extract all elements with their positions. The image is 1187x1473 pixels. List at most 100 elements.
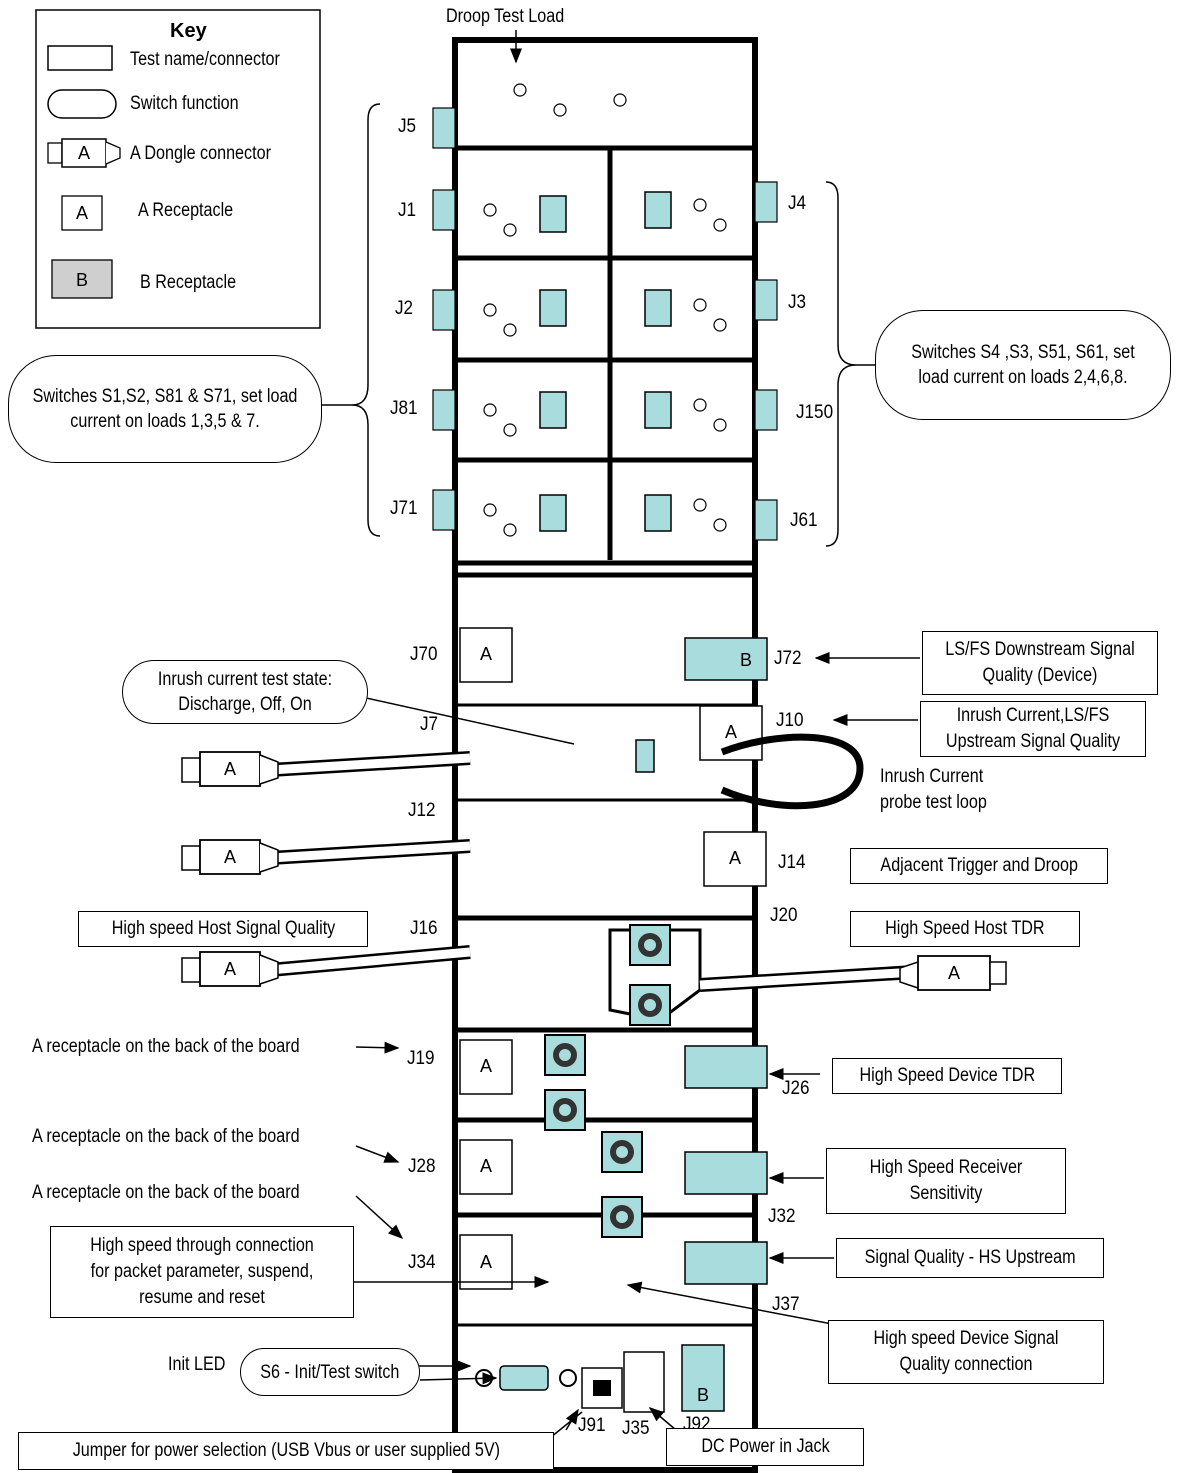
cable-j20 xyxy=(699,955,1007,992)
key-label-switch-function: Switch function xyxy=(130,93,239,114)
key-rounded-symbol xyxy=(47,89,117,119)
j150-tab xyxy=(754,389,778,431)
j26-label: J26 xyxy=(782,1078,810,1099)
init-led-label: Init LED xyxy=(168,1354,226,1375)
left-switches-note: Switches S1,S2, S81 & S71, set load curr… xyxy=(8,355,322,463)
j72-label: J72 xyxy=(774,648,802,669)
j16-label: J16 xyxy=(410,918,438,939)
j14-receptacle xyxy=(703,831,767,887)
key-label-dongle: A Dongle connector xyxy=(130,143,271,164)
j12-label: J12 xyxy=(408,800,436,821)
inrush-probe-loop xyxy=(720,733,864,810)
ls-fs-downstream-box: LS/FS Downstream Signal Quality (Device) xyxy=(922,631,1158,695)
jumper-box: Jumper for power selection (USB Vbus or … xyxy=(18,1432,554,1470)
j28-a-glyph: A xyxy=(479,1156,492,1176)
j7-label: J7 xyxy=(420,714,439,735)
j34-a-glyph: A xyxy=(479,1252,492,1272)
adjacent-trigger-box: Adjacent Trigger and Droop xyxy=(850,848,1108,884)
key-b-glyph: B xyxy=(75,270,88,290)
j2-label: J2 xyxy=(395,298,414,319)
probe-loop-label: Inrush Current probe test loop xyxy=(880,766,987,813)
j2-tab xyxy=(432,289,456,331)
sq-hs-upstream-box: Signal Quality - HS Upstream xyxy=(836,1238,1104,1278)
j28-receptacle xyxy=(459,1139,513,1195)
j3-label: J3 xyxy=(788,292,807,313)
j61-tab xyxy=(754,499,778,541)
j19-receptacle xyxy=(459,1039,513,1095)
j150-label: J150 xyxy=(796,402,834,423)
key-dongle-symbol xyxy=(47,138,121,168)
j20-label: J20 xyxy=(770,905,798,926)
j35-dc-jack xyxy=(623,1351,665,1413)
hs-receiver-box: High Speed Receiver Sensitivity xyxy=(826,1148,1066,1214)
j71-label: J71 xyxy=(390,498,418,519)
key-b-receptacle-symbol xyxy=(51,259,113,299)
j26-b-receptacle xyxy=(684,1045,768,1089)
inrush-upstream-box: Inrush Current,LS/FS Upstream Signal Qua… xyxy=(920,701,1146,757)
droop-test-load-label: Droop Test Load xyxy=(446,6,565,27)
j10-receptacle xyxy=(699,705,763,761)
j71-tab xyxy=(432,489,456,531)
s6-switch-note: S6 - Init/Test switch xyxy=(240,1348,420,1396)
j81-label: J81 xyxy=(390,398,418,419)
cable-j12 xyxy=(181,839,471,875)
j5-tab xyxy=(432,107,456,149)
j3-tab xyxy=(754,279,778,321)
back-receptacle-label-j19: A receptacle on the back of the board xyxy=(32,1036,300,1057)
dc-power-box: DC Power in Jack xyxy=(666,1428,864,1466)
j37-b-receptacle xyxy=(684,1241,768,1285)
key-dongle-glyph: A xyxy=(77,143,90,163)
dongle-j20-glyph: A xyxy=(947,963,960,983)
j32-b-receptacle xyxy=(684,1151,768,1195)
j4-tab xyxy=(754,181,778,223)
j72-b-glyph: B xyxy=(739,650,752,670)
cable-j16 xyxy=(181,945,471,987)
j92-b-glyph: B xyxy=(696,1385,709,1405)
j34-receptacle xyxy=(459,1234,513,1290)
j70-receptacle xyxy=(459,627,513,683)
key-a-glyph: A xyxy=(75,203,88,223)
hs-device-sq-box: High speed Device Signal Quality connect… xyxy=(828,1320,1104,1384)
hs-host-tdr-box: High Speed Host TDR xyxy=(850,911,1080,947)
j35-label: J35 xyxy=(622,1418,650,1439)
j19-a-glyph: A xyxy=(479,1056,492,1076)
j34-label: J34 xyxy=(408,1252,436,1273)
key-label-b-receptacle: B Receptacle xyxy=(140,272,237,293)
back-receptacle-label-j28: A receptacle on the back of the board xyxy=(32,1126,300,1147)
left-brace xyxy=(351,103,381,537)
j72-b-receptacle xyxy=(684,637,768,681)
hs-host-sq-box: High speed Host Signal Quality xyxy=(78,911,368,947)
j14-label: J14 xyxy=(778,852,806,873)
j92-b-receptacle xyxy=(681,1344,725,1412)
j37-label: J37 xyxy=(772,1294,800,1315)
back-receptacle-label-j34: A receptacle on the back of the board xyxy=(32,1182,300,1203)
j61-label: J61 xyxy=(790,510,818,531)
key-rect-symbol xyxy=(47,45,113,71)
hs-through-box: High speed through connection for packet… xyxy=(50,1226,354,1318)
hs-device-tdr-box: High Speed Device TDR xyxy=(832,1058,1062,1094)
dongle-j7-glyph: A xyxy=(223,759,236,779)
j91-label: J91 xyxy=(578,1415,606,1436)
j70-a-glyph: A xyxy=(479,644,492,664)
right-brace xyxy=(825,181,857,547)
j4-label: J4 xyxy=(788,193,807,214)
j28-label: J28 xyxy=(408,1156,436,1177)
j70-label: J70 xyxy=(410,644,438,665)
dongle-j16-glyph: A xyxy=(223,959,236,979)
j81-tab xyxy=(432,389,456,431)
key-a-receptacle-symbol xyxy=(61,195,103,231)
key-label-a-receptacle: A Receptacle xyxy=(138,200,234,221)
j14-a-glyph: A xyxy=(728,848,741,868)
key-label-test-name: Test name/connector xyxy=(130,49,280,70)
j10-a-glyph: A xyxy=(724,722,737,742)
j19-label: J19 xyxy=(407,1048,435,1069)
s6-switch xyxy=(499,1365,549,1391)
j1-tab xyxy=(432,189,456,231)
dongle-j12-glyph: A xyxy=(223,847,236,867)
cable-j7 xyxy=(181,751,471,787)
j32-label: J32 xyxy=(768,1206,796,1227)
inrush-state-note: Inrush current test state: Discharge, Of… xyxy=(122,660,368,724)
right-switches-note: Switches S4 ,S3, S51, S61, set load curr… xyxy=(875,310,1171,420)
j10-label: J10 xyxy=(776,710,804,731)
